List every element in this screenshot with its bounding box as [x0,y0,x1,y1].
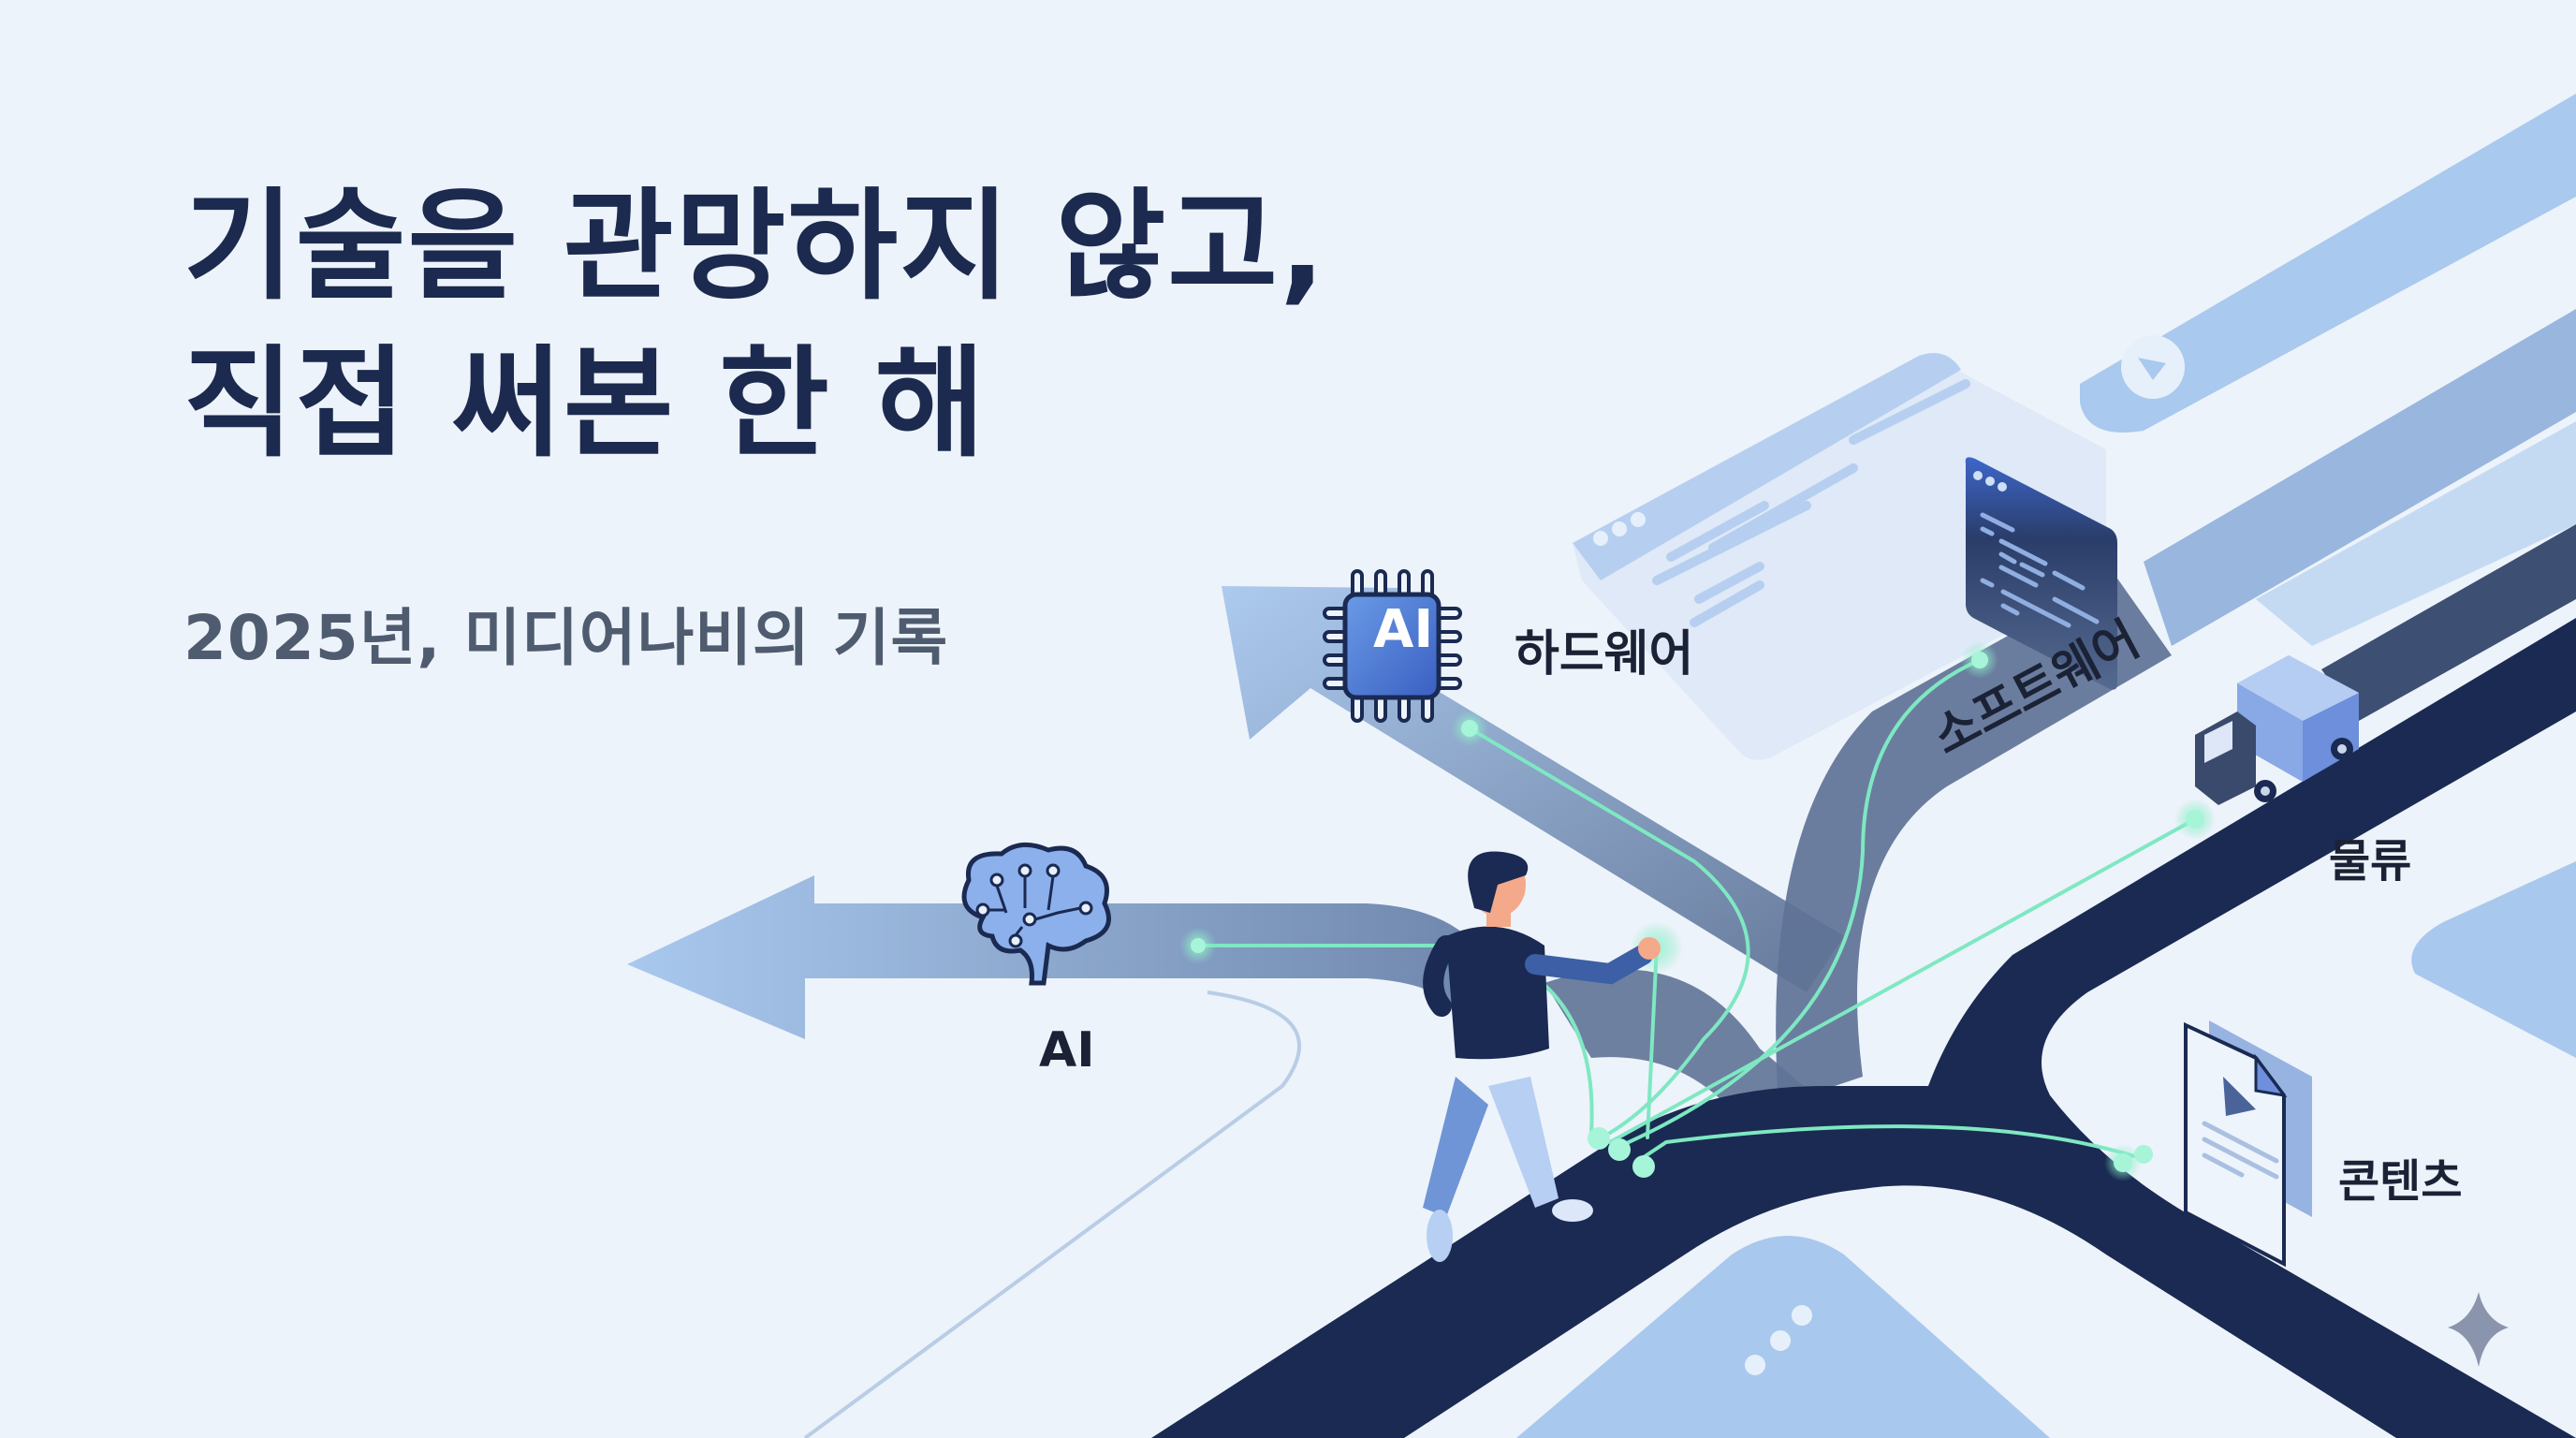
delivery-truck-icon [2195,655,2359,805]
hardware-label: 하드웨어 [1515,626,1694,682]
main-road [1151,524,2576,1438]
connection-lines [1196,658,2197,1163]
video-bar [2121,335,2185,399]
logistics-label: 물류 [2329,835,2412,888]
brain-circuit-icon [961,842,1111,986]
subtitle: 2025년, 미디어나비의 기록 [183,602,949,674]
walking-person-illustration [1423,851,1661,1262]
chip-label-text: AI [1373,599,1434,660]
ai-label: AI [1039,1022,1095,1078]
sparkle-icon [2448,1292,2509,1367]
headline-line-2: 직접 써본 한 해 [183,334,988,474]
ai-chip-icon [1323,569,1462,723]
contents-label: 콘텐츠 [2338,1155,2463,1208]
ai-arrow [627,875,1498,1039]
video-document-icon [2184,1020,2312,1268]
browser-window-mockup [1573,353,2106,760]
play-button-icon [2138,358,2166,380]
code-window-icon [1965,457,2117,690]
headline-line-1: 기술을 관망하지 않고, [183,177,1327,316]
headline: 기술을 관망하지 않고, 직접 써본 한 해 [183,169,1327,483]
background-panels [803,94,2576,1438]
